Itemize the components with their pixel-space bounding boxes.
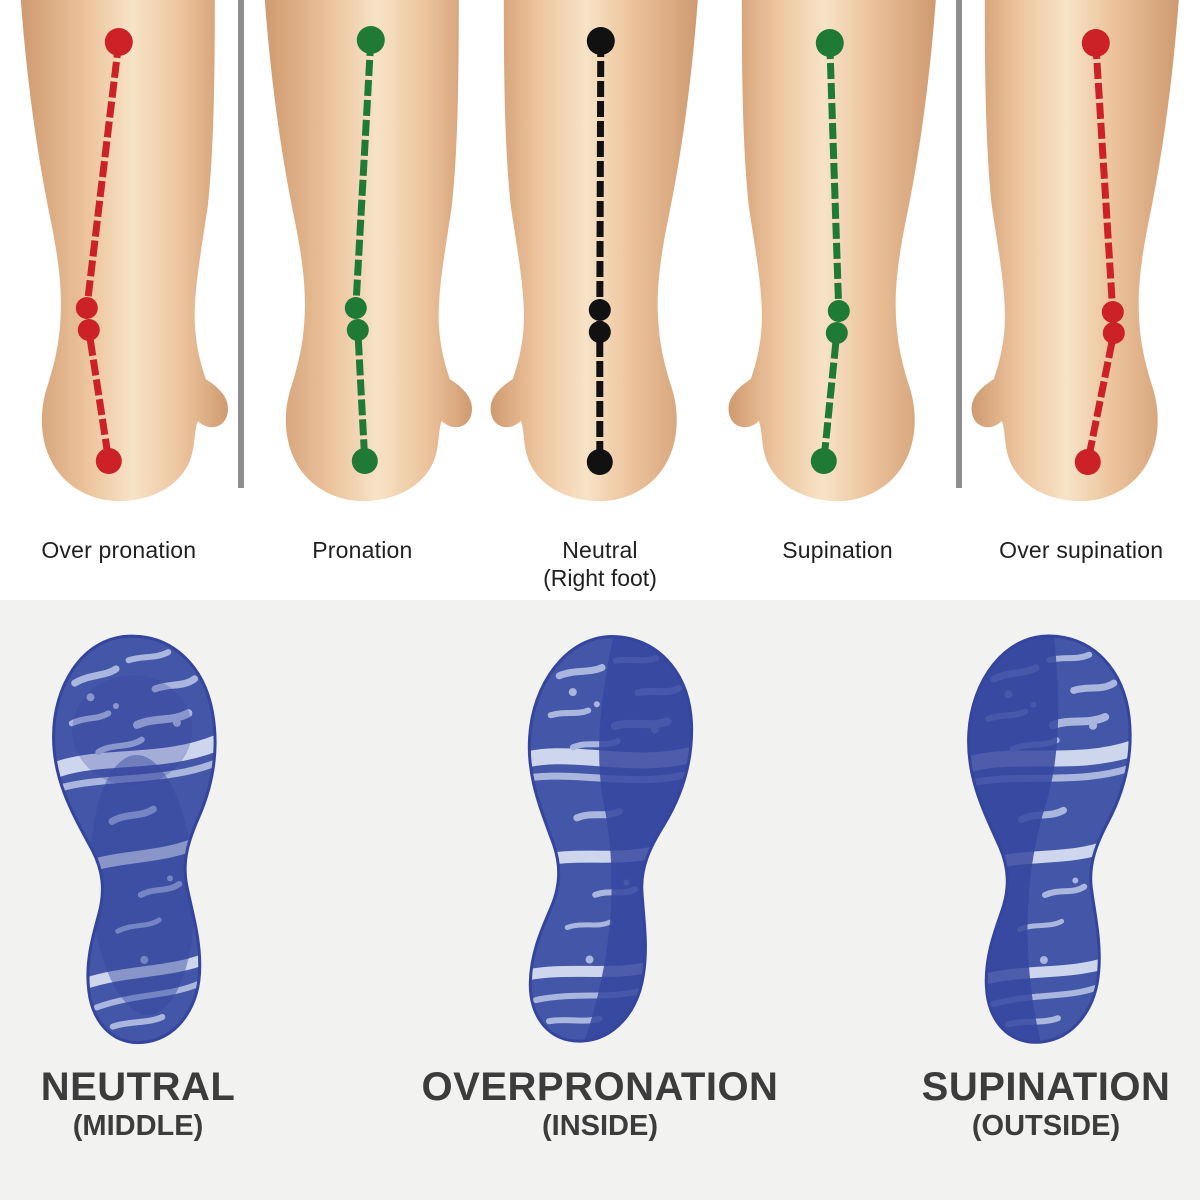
leg-alignment-section: Over pronation Pronation Neutral (Right … <box>0 0 1200 600</box>
alignment-dot <box>351 448 378 474</box>
alignment-dot <box>586 27 615 55</box>
panel-label: Neutral <box>562 537 638 563</box>
alignment-dot <box>1103 322 1126 344</box>
leg-panel-neutral: Neutral (Right foot) <box>481 0 719 600</box>
panel-label: Pronation <box>312 537 413 563</box>
footprint-icon <box>961 633 1134 1046</box>
panel-label-block: Pronation <box>312 520 412 564</box>
print-label: SUPINATION <box>921 1065 1171 1109</box>
alignment-line <box>344 26 385 474</box>
alignment-dot <box>825 322 848 344</box>
alignment-dot <box>75 297 98 319</box>
alignment-dot <box>1102 301 1125 323</box>
leg-silhouette-icon <box>490 0 698 502</box>
print-label-block: OVERPRONATION (INSIDE) <box>422 1064 779 1143</box>
print-label-block: SUPINATION (OUTSIDE) <box>922 1064 1171 1143</box>
panel-label-block: Neutral (Right foot) <box>543 520 657 592</box>
footprint-column-neutral: NEUTRAL (MIDDLE) <box>0 630 338 1200</box>
leg-silhouette-icon <box>20 0 229 502</box>
leg-panel-over-supination: Over supination <box>962 0 1200 600</box>
leg-silhouette-icon <box>971 0 1180 502</box>
leg-panel-supination: Supination <box>719 0 957 600</box>
panel-label: Over pronation <box>41 537 197 563</box>
footprint-column-supination: SUPINATION (OUTSIDE) <box>846 630 1200 1200</box>
print-label: NEUTRAL <box>40 1065 236 1109</box>
alignment-dot <box>1075 449 1102 475</box>
print-sublabel: (INSIDE) <box>541 1110 658 1142</box>
alignment-line <box>75 28 133 474</box>
print-sublabel: (MIDDLE) <box>72 1110 204 1142</box>
footprint-column-overpronation: OVERPRONATION (INSIDE) <box>400 630 800 1200</box>
alignment-dot <box>815 29 844 57</box>
alignment-dot <box>588 321 611 343</box>
leg-panel-pronation: Pronation <box>244 0 482 600</box>
panel-label-block: Over pronation <box>41 520 196 564</box>
alignment-dot <box>346 319 369 341</box>
print-sublabel: (OUTSIDE) <box>971 1110 1121 1142</box>
alignment-line <box>586 27 615 475</box>
panel-divider <box>956 0 963 488</box>
alignment-line <box>810 29 850 474</box>
alignment-dot <box>1082 29 1111 57</box>
print-label-block: NEUTRAL (MIDDLE) <box>41 1064 236 1143</box>
panel-label: Supination <box>782 537 893 563</box>
alignment-dot <box>586 449 613 475</box>
alignment-dot <box>95 448 122 474</box>
panel-label-block: Over supination <box>999 520 1163 564</box>
print-label: OVERPRONATION <box>421 1065 779 1109</box>
panel-divider <box>237 0 244 488</box>
alignment-dot <box>810 448 837 474</box>
alignment-dot <box>344 297 367 319</box>
alignment-dot <box>588 299 611 321</box>
leg-illustration <box>971 0 1180 502</box>
panel-sublabel: (Right foot) <box>543 565 657 592</box>
footprint-section: NEUTRAL (MIDDLE) OVERPRONATION (INSIDE) <box>0 600 1200 1200</box>
alignment-dot <box>827 300 850 322</box>
alignment-line <box>1075 29 1126 475</box>
leg-illustration <box>490 0 698 502</box>
footprint-icon <box>46 630 233 1048</box>
leg-panel-over-pronation: Over pronation <box>0 0 238 600</box>
panel-label-block: Supination <box>782 520 893 564</box>
footprint-icon <box>505 630 695 1050</box>
leg-illustration <box>20 0 229 502</box>
alignment-dot <box>356 26 385 54</box>
alignment-dot <box>77 319 100 341</box>
alignment-dot <box>104 28 133 56</box>
leg-illustration <box>728 0 936 502</box>
panel-label: Over supination <box>999 537 1164 563</box>
leg-illustration <box>264 0 472 502</box>
leg-panels: Over pronation Pronation Neutral (Right … <box>0 0 1200 600</box>
